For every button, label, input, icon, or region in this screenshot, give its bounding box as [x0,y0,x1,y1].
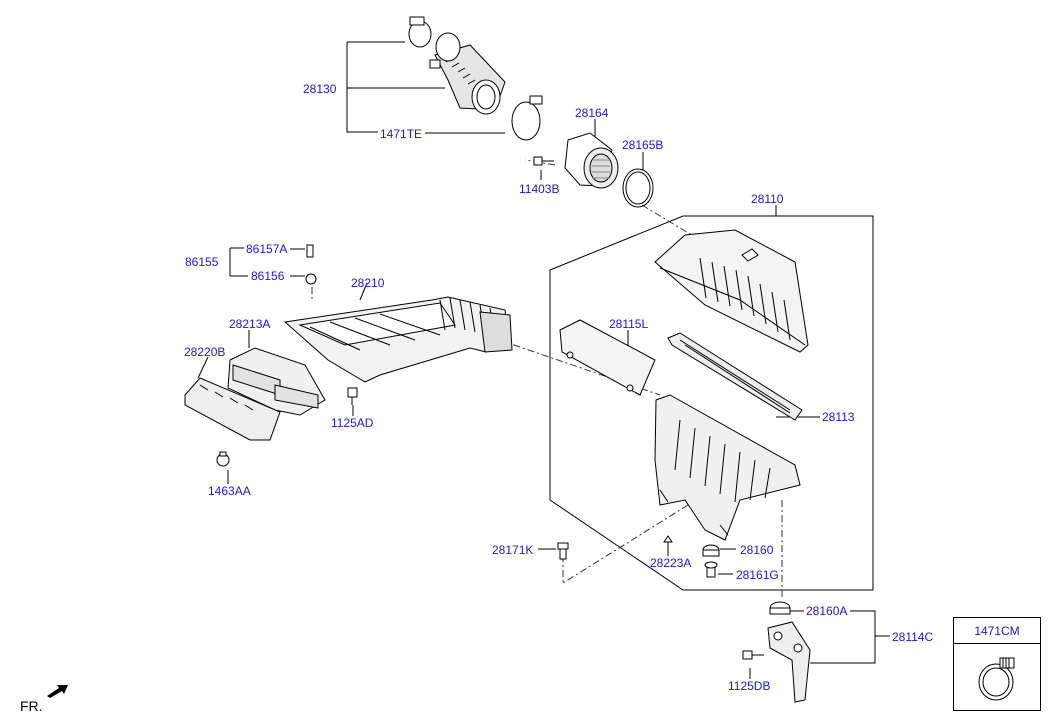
filter-element-28113 [667,332,803,421]
part-label-28171K[interactable]: 28171K [492,543,534,557]
grommet-28160A [769,601,791,615]
bolt-28171K [557,542,569,560]
leader-28114C [810,610,890,664]
part-label-1125AD[interactable]: 1125AD [331,416,374,430]
part-label-28210[interactable]: 28210 [351,276,385,290]
part-label-28161G[interactable]: 28161G [736,568,779,582]
intake-hose-28130 [429,32,506,115]
leader-86155 [229,247,248,277]
assembly-box-28110 [549,215,874,591]
front-direction-arrow-icon [45,684,69,703]
maf-sensor-28164 [564,132,619,189]
hose-clamp-icon [968,650,1028,710]
part-label-86155[interactable]: 86155 [185,255,219,269]
air-cleaner-cover [654,229,809,353]
part-label-1463AA[interactable]: 1463AA [208,484,251,498]
part-label-86156[interactable]: 86156 [251,269,285,283]
bolt-11403B [533,156,554,166]
front-orientation-label: FR. [20,698,43,714]
o-ring-28165B [622,168,654,208]
leader-28210 [359,282,368,301]
part-label-28113[interactable]: 28113 [822,410,855,424]
part-label-28115L[interactable]: 28115L [609,317,649,331]
grommet-28160 [702,544,720,557]
pin-28161G [704,561,718,578]
leader-28220B [197,356,209,379]
resonator-28213A [227,347,326,416]
bracket-28114C [767,621,811,703]
part-label-28213A[interactable]: 28213A [229,317,271,331]
part-label-28114C[interactable]: 28114C [892,630,934,644]
grommet-86156 [305,273,317,285]
part-label-28164[interactable]: 28164 [575,106,609,120]
part-label-28160A[interactable]: 28160A [806,604,848,618]
panel-28220B [184,377,281,441]
bolt-1125DB [742,650,764,660]
part-label-28220B[interactable]: 28220B [184,345,226,359]
bolt-1125AD [347,387,358,405]
clip-28223A [663,535,673,543]
cover-28115L [559,319,656,396]
air-cleaner-lower-case [654,394,801,541]
inset-panel: 1471CM [953,617,1041,711]
air-duct-28210 [283,296,513,383]
hose-clamp-top [408,16,432,48]
leader-28130 [346,41,445,133]
bolt-1463AA [216,451,230,467]
part-label-28223A[interactable]: 28223A [650,556,692,570]
part-label-28130[interactable]: 28130 [303,82,337,96]
part-label-11403B[interactable]: 11403B [519,182,560,196]
hose-clamp-bottom [511,95,543,141]
part-label-86157A[interactable]: 86157A [246,242,288,256]
part-label-28165B[interactable]: 28165B [622,138,664,152]
clip-86157A [306,244,314,258]
part-label-1471TE[interactable]: 1471TE [380,127,423,141]
part-label-28160[interactable]: 28160 [740,543,774,557]
part-label-28110[interactable]: 28110 [751,192,784,206]
part-label-1125DB[interactable]: 1125DB [728,679,771,693]
inset-part-number[interactable]: 1471CM [954,618,1040,644]
